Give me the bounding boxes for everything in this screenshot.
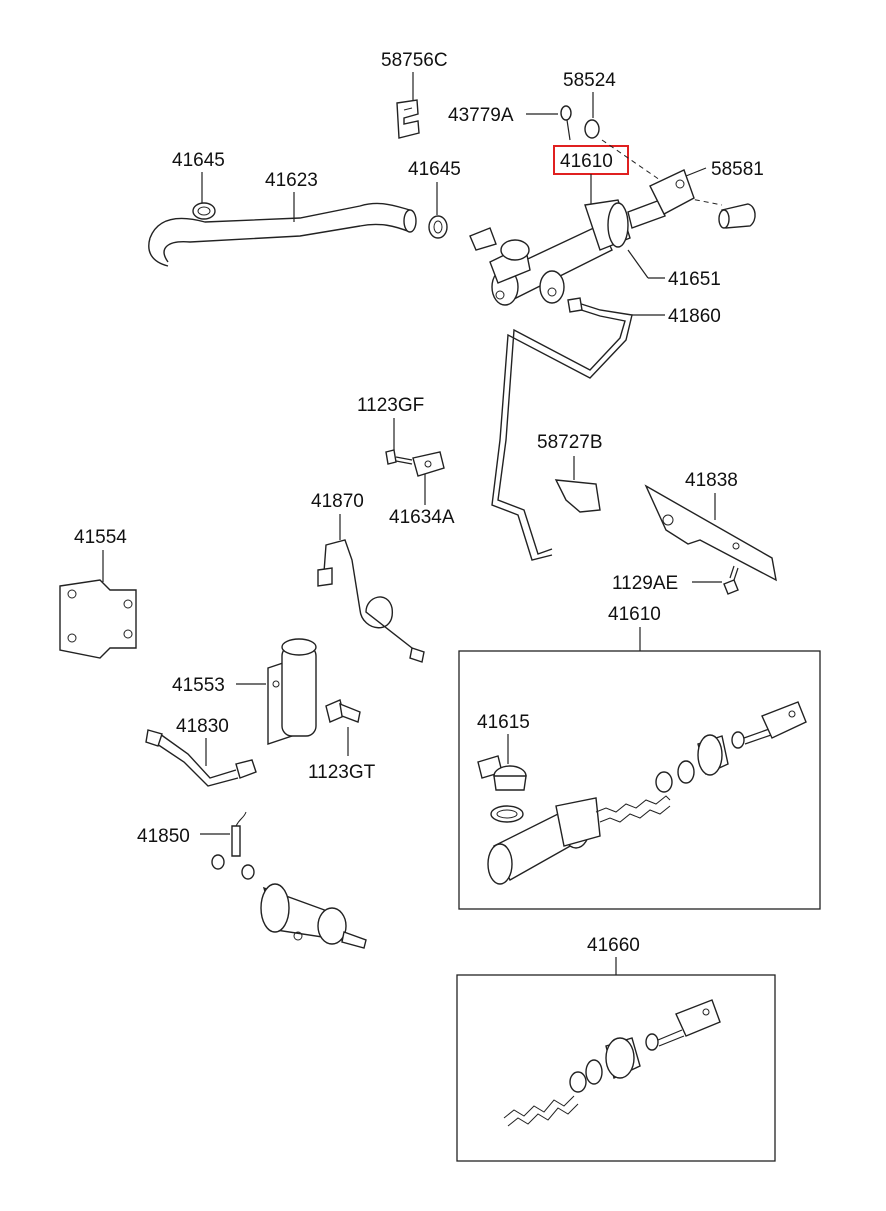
label-41860[interactable]: 41860 bbox=[668, 306, 721, 327]
clip-58756C bbox=[396, 99, 420, 139]
bracket-41554 bbox=[59, 579, 137, 659]
label-41660[interactable]: 41660 bbox=[587, 935, 640, 956]
label-58727B[interactable]: 58727B bbox=[537, 432, 603, 453]
label-41610-main[interactable]: 41610 bbox=[560, 151, 613, 172]
hose-41623 bbox=[148, 202, 417, 267]
label-41554[interactable]: 41554 bbox=[74, 527, 127, 548]
label-41850[interactable]: 41850 bbox=[137, 826, 190, 847]
bolt-1123GT bbox=[325, 699, 361, 723]
hose-41830 bbox=[145, 729, 257, 787]
label-41830[interactable]: 41830 bbox=[176, 716, 229, 737]
clip-58727B bbox=[554, 479, 601, 513]
cylinder-exploded-41610 bbox=[487, 701, 807, 885]
label-41651[interactable]: 41651 bbox=[668, 269, 721, 290]
label-41645-left[interactable]: 41645 bbox=[172, 150, 225, 171]
label-41623[interactable]: 41623 bbox=[265, 170, 318, 191]
pipe-41860 bbox=[491, 297, 633, 561]
label-58756C[interactable]: 58756C bbox=[381, 50, 448, 71]
leader-lines bbox=[102, 72, 723, 975]
label-41645-right[interactable]: 41645 bbox=[408, 159, 461, 180]
box-41660-repair-kit bbox=[456, 974, 776, 1162]
repair-kit-41660 bbox=[503, 999, 721, 1127]
slave-cylinder-41553 bbox=[267, 638, 317, 745]
label-41634A[interactable]: 41634A bbox=[389, 507, 455, 528]
bracket-41838 bbox=[644, 484, 777, 582]
master-cylinder-41610 bbox=[469, 199, 666, 306]
label-41553[interactable]: 41553 bbox=[172, 675, 225, 696]
label-41870[interactable]: 41870 bbox=[311, 491, 364, 512]
pipe-41870 bbox=[317, 539, 425, 663]
washer-58524 bbox=[584, 119, 600, 139]
label-1129AE[interactable]: 1129AE bbox=[612, 573, 678, 594]
label-58581[interactable]: 58581 bbox=[711, 159, 764, 180]
label-1123GT[interactable]: 1123GT bbox=[308, 762, 376, 783]
box-41610-exploded bbox=[458, 650, 821, 910]
label-41838[interactable]: 41838 bbox=[685, 470, 738, 491]
label-1123GF[interactable]: 1123GF bbox=[357, 395, 424, 416]
bolt-1129AE bbox=[723, 565, 739, 595]
clamp-41645-right bbox=[428, 215, 448, 239]
label-41615[interactable]: 41615 bbox=[477, 712, 530, 733]
label-41610-box[interactable]: 41610 bbox=[608, 604, 661, 625]
bracket-41634A bbox=[412, 451, 445, 477]
clevis-58581 bbox=[649, 169, 756, 229]
label-58524[interactable]: 58524 bbox=[563, 70, 616, 91]
bolt-1123GF bbox=[385, 449, 413, 465]
label-43779A[interactable]: 43779A bbox=[448, 105, 514, 126]
split-pin-43779A bbox=[560, 105, 572, 141]
clamp-41645-left bbox=[192, 202, 216, 220]
release-cylinder-41850 bbox=[211, 811, 367, 949]
reservoir-41615 bbox=[477, 755, 527, 823]
